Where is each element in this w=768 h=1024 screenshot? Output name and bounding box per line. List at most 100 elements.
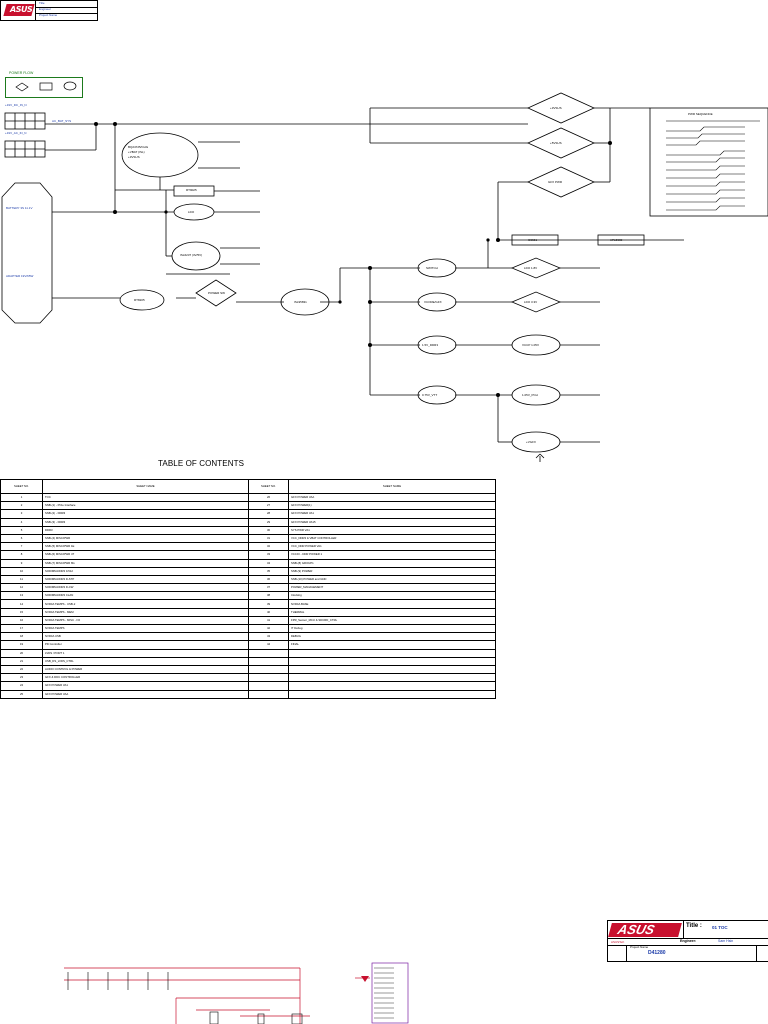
title-label: Title : (686, 923, 702, 929)
toc-sheet-no-left: 18 (0, 632, 43, 642)
toc-sheet-name-right: VCC_DDR POWER VA1 (288, 542, 496, 552)
toc-sheet-no-left: 6 (0, 533, 43, 544)
toc-sheet-no-right: 31 (248, 533, 289, 544)
toc-sheet-no-right: 41 (248, 615, 289, 626)
toc-sheet-name-right: SYS PWR VA1 (288, 525, 496, 535)
vddr-oval-a-label: 1.5V_DDR3 (422, 343, 439, 347)
header-divider-1 (36, 7, 98, 8)
toc-sheet-name-left: DDR3 (42, 525, 249, 535)
toc-sheet-no-left: 12 (0, 583, 43, 593)
toc-sheet-no-left: 5 (0, 525, 43, 535)
power-flow-diagram (1, 92, 768, 462)
toc-sheet-name-right (288, 664, 496, 675)
title-value: 01 TOC (712, 925, 728, 930)
toc-sheet-no-left: 2 (0, 501, 43, 511)
toc-sheet-name-right (288, 673, 496, 683)
toc-sheet-no-left: 24 (0, 681, 43, 691)
toc-sheet-no-right: 38 (248, 591, 289, 601)
toc-sheet-no-right (248, 664, 289, 675)
toc-sheet-name-left: NVIDIA TEMPS - MEM (42, 607, 249, 617)
diamond-f-label: LDO 3.3V (524, 300, 538, 304)
isl-oval-label: ISL6237 (3V/5V) (180, 253, 203, 257)
toc-sheet-name-left: NVIDIA TEMPS - MISC - I/O (42, 615, 249, 626)
toc-sheet-no-left: 22 (0, 664, 43, 675)
gfx-oval-label: +VGFX (526, 440, 536, 444)
toc-sheet-name-left: SNB-(7) MISC/PWR 8G (42, 558, 249, 568)
toc-sheet-name-left: LVDS / PORT 1 (42, 648, 249, 658)
toc-sheet-name-left: SODIMM-DDR3 CLAN (42, 591, 249, 601)
charger-oval-line-2: +VBAT (ISL) (128, 150, 145, 154)
header-logo-block: ASUS Title Engineer Project Name (0, 0, 98, 21)
toc-sheet-name-left: SNB-(5) MISC/PWR 1E (42, 542, 249, 552)
toc-sheet-name-left: USB_DS_LVDS_CTRL (42, 656, 249, 666)
toc-sheet-name-left: SNB-(6) MISC/PWR 4T (42, 550, 249, 560)
toc-sheet-no-left: 13 (0, 591, 43, 601)
toc-sheet-name-right: SNB-(8) GROUP1 (288, 558, 496, 568)
toc-sheet-no-right: 36 (248, 574, 289, 585)
toc-table: SHEET NO. SHEET NAME SHEET NO. SHEET NAM… (0, 479, 496, 699)
toc-sheet-name-left: NVIDIA USB (42, 632, 249, 642)
toc-sheet-no-right (248, 681, 289, 691)
asus-logo-icon: ASUS (608, 922, 682, 937)
header-line-2: Engineer (39, 7, 52, 11)
title-block-vline-3 (756, 945, 757, 961)
toc-sheet-name-right (288, 681, 496, 691)
toc-sheet-no-left: 23 (0, 673, 43, 683)
toc-sheet-no-left: 17 (0, 623, 43, 634)
toc-sheet-no-right: 27 (248, 501, 289, 511)
toc-sheet-name-right (288, 648, 496, 658)
toc-sheet-no-left: 19 (0, 640, 43, 650)
toc-sheet-name-right: POWER_MANAGEMENT (288, 583, 496, 593)
diamond-a-label: POWER SW (208, 291, 225, 295)
toc-sheet-no-right: 43 (248, 632, 289, 642)
toc-sheet-name-left: NVIDIA TEMPS (42, 623, 249, 634)
toc-sheet-name-right: SNB-(10) POWER and GND (288, 574, 496, 585)
rt-oval-label: RT8205 (134, 298, 145, 302)
toc-sheet-no-right: 39 (248, 599, 289, 609)
toc-sheet-no-right (248, 648, 289, 658)
header-line-3: Project Name (39, 13, 58, 17)
toc-sheet-no-left: 3 (0, 509, 43, 519)
toc-header-sheet-name-2: SHEET NAME (288, 479, 496, 494)
toc-sheet-no-left: 1 (0, 492, 43, 503)
toc-sheet-no-left: 10 (0, 566, 43, 576)
toc-sheet-no-left: 20 (0, 648, 43, 658)
toc-sheet-name-right: GFX POWER VA1 (288, 509, 496, 519)
toc-sheet-no-left: 9 (0, 558, 43, 568)
toc-sheet-name-right: Clocking (288, 591, 496, 601)
toc-sheet-name-right: VCC_DDR3 & VBAT CONTROLLER (288, 533, 496, 544)
toc-sheet-name-right: GFX POWER(1) (288, 501, 496, 511)
toc-title: TABLE OF CONTENTS (158, 459, 245, 468)
toc-sheet-no-right: 28 (248, 509, 289, 519)
toc-sheet-no-right: 34 (248, 558, 289, 568)
toc-sheet-no-left: 16 (0, 615, 43, 626)
toc-header-sheet-no-2: SHEET NO. (248, 479, 289, 494)
project-value: D41280 (648, 950, 666, 956)
title-block-hline-1 (608, 938, 768, 939)
toc-sheet-no-left: 4 (0, 517, 43, 527)
cpu-oval-label: ISL95831 (294, 300, 307, 304)
toc-sheet-no-right: 26 (248, 492, 289, 503)
toc-sheet-no-right: 33 (248, 550, 289, 560)
toc-header-row: SHEET NO. SHEET NAME SHEET NO. SHEET NAM… (0, 479, 496, 494)
sw-oval-label: SWITCH (426, 266, 438, 270)
legend-shapes (15, 81, 77, 92)
charger-oval-line-3: +3VSUS (128, 155, 140, 159)
toc-sheet-name-left: SNB-(3) - DDR3 (42, 517, 249, 527)
